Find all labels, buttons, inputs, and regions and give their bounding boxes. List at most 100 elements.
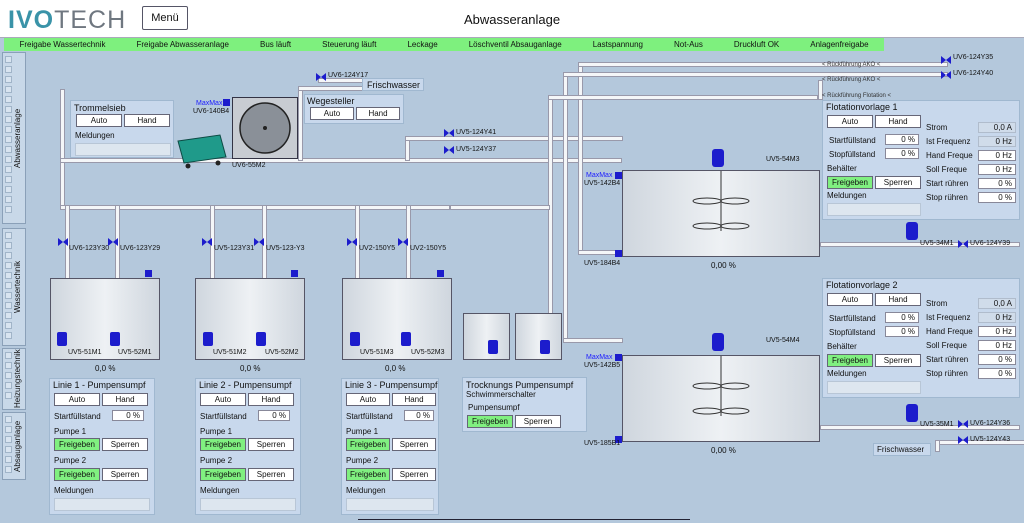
pump-icon[interactable] — [906, 404, 918, 422]
flot-1-freigeben-button[interactable]: Freigeben — [827, 176, 873, 189]
stop-ruehren-field[interactable]: 0 % — [978, 192, 1016, 203]
rueckfuehrung-label: < Rückführung AKO < — [822, 77, 881, 83]
agitator-icon — [692, 356, 750, 416]
wegesteller-auto-button[interactable]: Auto — [310, 107, 354, 120]
pump-icon[interactable] — [256, 332, 266, 346]
pumpe-2-sperren-button[interactable]: Sperren — [248, 468, 294, 481]
nav-wassertechnik[interactable]: Wassertechnik — [2, 228, 26, 346]
pumpe-1-sperren-button[interactable]: Sperren — [248, 438, 294, 451]
linie-2-auto-button[interactable]: Auto — [200, 393, 246, 406]
nav-abwasseranlage[interactable]: Abwasseranlage — [2, 52, 26, 224]
level-sensor-icon — [615, 436, 622, 443]
pipe — [578, 62, 583, 252]
valve-icon[interactable] — [958, 420, 968, 428]
pumpe-2-freigeben-button[interactable]: Freigeben — [346, 468, 390, 481]
flot-1-auto-button[interactable]: Auto — [827, 115, 873, 128]
valve-icon[interactable] — [58, 238, 68, 246]
pump-icon[interactable] — [540, 340, 550, 354]
flot-1-sperren-button[interactable]: Sperren — [875, 176, 921, 189]
linie-1-auto-button[interactable]: Auto — [54, 393, 100, 406]
nav-heizungstechnik[interactable]: Heizungstechnik — [2, 348, 26, 410]
startfuellstand-field[interactable]: 0 % — [404, 410, 434, 421]
pipe — [60, 205, 450, 210]
linie-1-hand-button[interactable]: Hand — [102, 393, 148, 406]
nav-absauganlage[interactable]: Absauganlage — [2, 412, 26, 480]
startfuellstand-field[interactable]: 0 % — [885, 312, 919, 323]
pipe — [563, 72, 948, 77]
linie-3-hand-button[interactable]: Hand — [392, 393, 436, 406]
valve-icon[interactable] — [941, 56, 951, 64]
level-sensor-icon — [437, 270, 444, 277]
soll-frequenz-field[interactable]: 0 Hz — [978, 164, 1016, 175]
pumpe-1-sperren-button[interactable]: Sperren — [392, 438, 436, 451]
linie-3-auto-button[interactable]: Auto — [346, 393, 390, 406]
flot-2-sperren-button[interactable]: Sperren — [875, 354, 921, 367]
stopfuellstand-field[interactable]: 0 % — [885, 326, 919, 337]
flot-2-hand-button[interactable]: Hand — [875, 293, 921, 306]
status-bus: Bus läuft — [260, 40, 292, 49]
valve-icon[interactable] — [254, 238, 264, 246]
pump-icon[interactable] — [57, 332, 67, 346]
pipe — [935, 440, 940, 452]
linie-2-hand-button[interactable]: Hand — [248, 393, 294, 406]
startfuellstand-label: Startfüllstand — [829, 136, 876, 145]
motor-icon[interactable] — [712, 149, 724, 167]
drum-icon — [239, 102, 291, 154]
valve-icon[interactable] — [958, 436, 968, 444]
valve-icon[interactable] — [941, 71, 951, 79]
pumpe-1-freigeben-button[interactable]: Freigeben — [54, 438, 100, 451]
hand-frequenz-label: Hand Freque — [926, 151, 973, 160]
flot-1-hand-button[interactable]: Hand — [875, 115, 921, 128]
behaelter-label: Behälter — [827, 164, 857, 173]
start-ruehren-field[interactable]: 0 % — [978, 178, 1016, 189]
valve-label: UV5-124Y43 — [970, 436, 1011, 443]
valve-icon[interactable] — [347, 238, 357, 246]
trocknung-freigeben-button[interactable]: Freigeben — [467, 415, 513, 428]
pump-icon[interactable] — [401, 332, 411, 346]
flot-2-auto-button[interactable]: Auto — [827, 293, 873, 306]
flot-2-freigeben-button[interactable]: Freigeben — [827, 354, 873, 367]
valve-icon[interactable] — [444, 129, 454, 137]
pumpe-1-freigeben-button[interactable]: Freigeben — [346, 438, 390, 451]
pumpe-1-freigeben-button[interactable]: Freigeben — [200, 438, 246, 451]
valve-icon[interactable] — [958, 240, 968, 248]
wegesteller-hand-button[interactable]: Hand — [356, 107, 400, 120]
valve-label: UV6-123Y30 — [69, 245, 110, 252]
pump-icon[interactable] — [203, 332, 213, 346]
valve-icon[interactable] — [444, 146, 454, 154]
valve-icon[interactable] — [398, 238, 408, 246]
pumpe-2-sperren-button[interactable]: Sperren — [392, 468, 436, 481]
soll-frequenz-field[interactable]: 0 Hz — [978, 340, 1016, 351]
valve-icon[interactable] — [202, 238, 212, 246]
pump-icon[interactable] — [110, 332, 120, 346]
trommelsieb-hand-button[interactable]: Hand — [124, 114, 170, 127]
startfuellstand-field[interactable]: 0 % — [112, 410, 144, 421]
pumpe-2-sperren-button[interactable]: Sperren — [102, 468, 148, 481]
menu-button[interactable]: Menü — [142, 6, 188, 30]
valve-icon[interactable] — [108, 238, 118, 246]
linie-2-panel: Linie 2 - Pumpensumpf Auto Hand Startfül… — [195, 378, 301, 515]
pipe — [450, 205, 550, 210]
nav-label: Absauganlage — [13, 420, 22, 472]
ist-frequenz-label: Ist Frequenz — [926, 313, 971, 322]
meldungen-label: Meldungen — [827, 369, 867, 378]
startfuellstand-field[interactable]: 0 % — [885, 134, 919, 145]
pumpe-2-freigeben-button[interactable]: Freigeben — [200, 468, 246, 481]
start-ruehren-field[interactable]: 0 % — [978, 354, 1016, 365]
trommelsieb-auto-button[interactable]: Auto — [76, 114, 122, 127]
pump-icon[interactable] — [488, 340, 498, 354]
status-not-aus: Not-Aus — [673, 40, 703, 49]
pumpe-2-freigeben-button[interactable]: Freigeben — [54, 468, 100, 481]
trocknung-sperren-button[interactable]: Sperren — [515, 415, 561, 428]
stopfuellstand-field[interactable]: 0 % — [885, 148, 919, 159]
valve-icon[interactable] — [316, 73, 326, 81]
hand-frequenz-field[interactable]: 0 Hz — [978, 326, 1016, 337]
motor-icon[interactable] — [712, 333, 724, 351]
hand-frequenz-field[interactable]: 0 Hz — [978, 150, 1016, 161]
startfuellstand-field[interactable]: 0 % — [258, 410, 290, 421]
pumpe-1-sperren-button[interactable]: Sperren — [102, 438, 148, 451]
pump-icon[interactable] — [906, 222, 918, 240]
pump-icon[interactable] — [350, 332, 360, 346]
tag-54m4: UV5-54M4 — [766, 337, 800, 344]
stop-ruehren-field[interactable]: 0 % — [978, 368, 1016, 379]
